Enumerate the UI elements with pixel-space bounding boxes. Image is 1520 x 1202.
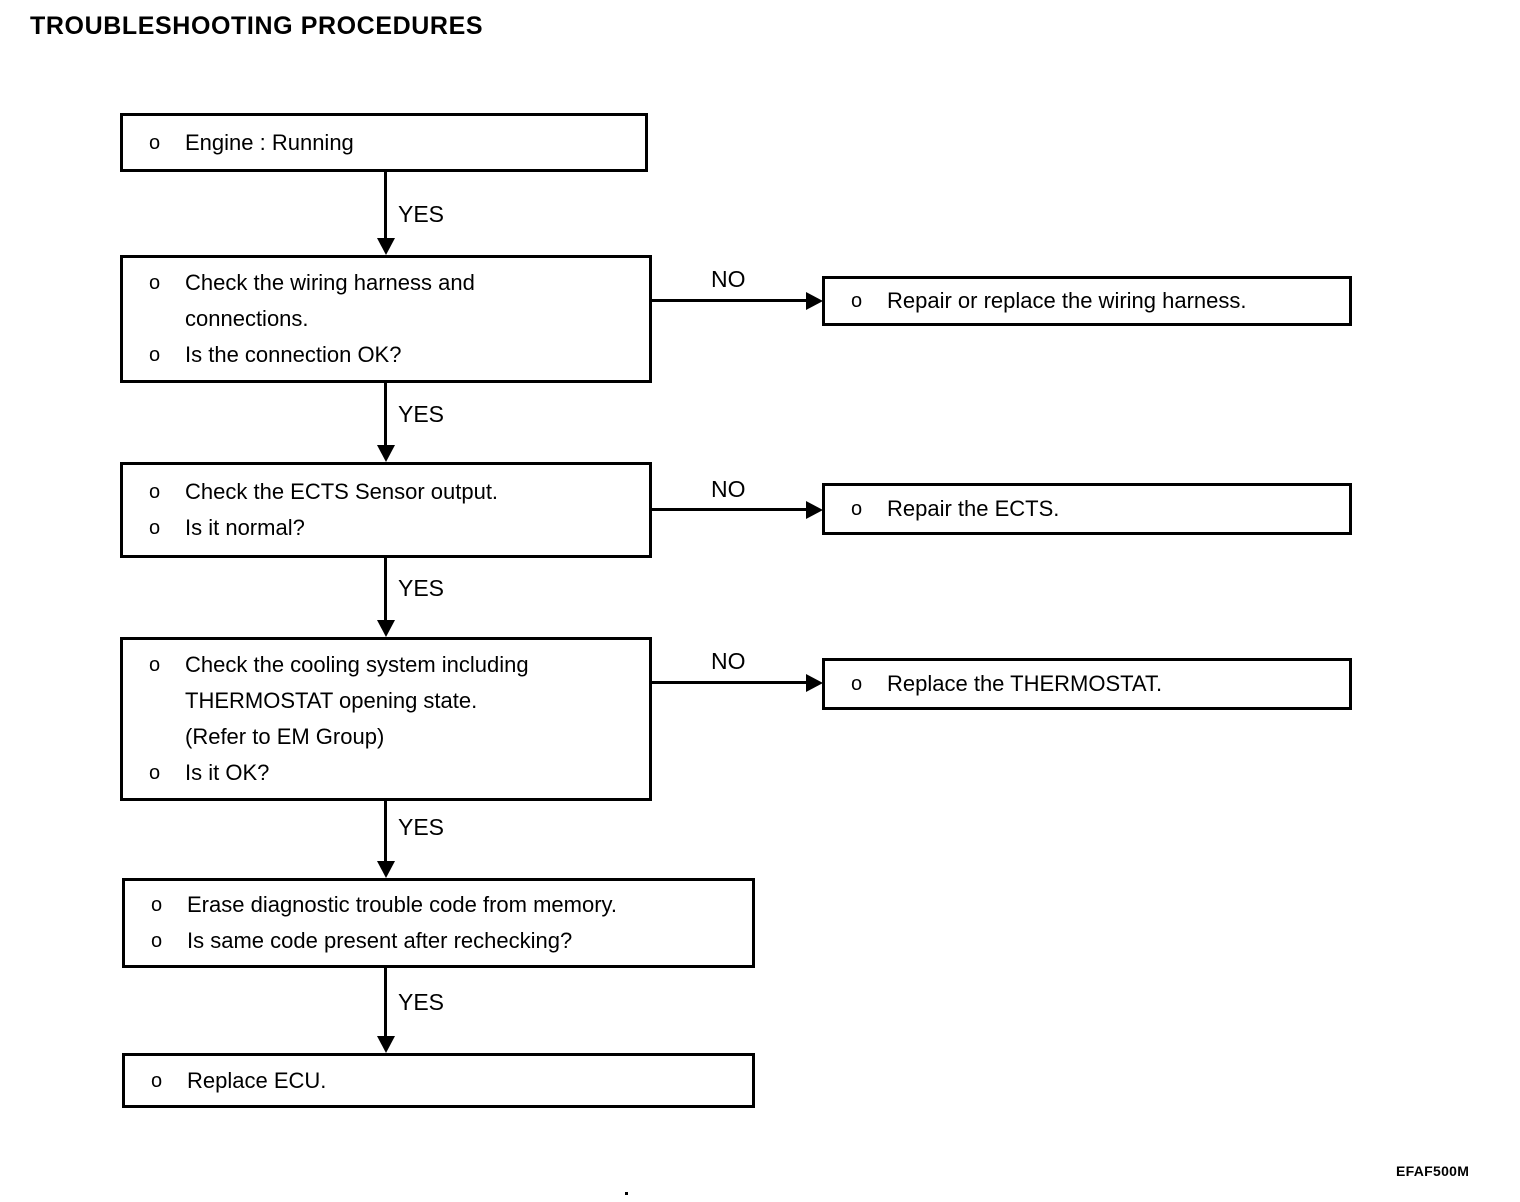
edge-label-yes-3: YES [398,575,445,601]
node-line-text: Is it OK? [185,760,270,785]
arrowhead-down-icon [377,238,395,255]
bullet-spacer: o [149,719,185,755]
bullet-spacer: o [149,683,185,719]
edge-label-no-1: NO [711,266,746,292]
bullet-marker-icon: o [149,654,161,676]
node-line-text: Is the connection OK? [185,342,402,367]
edge-label-yes-1: YES [398,201,445,227]
arrowhead-down-icon [377,620,395,637]
node-line: o Is same code present after rechecking? [125,923,752,959]
arrowhead-down-icon [377,445,395,462]
node-line: o Engine : Running [123,125,645,161]
bullet-marker-icon: o [851,673,863,695]
arrowhead-right-icon [806,674,823,692]
bullet-spacer: o [149,301,185,337]
node-line: o Replace the THERMOSTAT. [825,666,1349,702]
bullet-marker-icon: o [151,894,163,916]
bullet-marker-icon: o [149,762,161,784]
bullet-marker-icon: o [151,1069,163,1092]
node-line: o Check the ECTS Sensor output. [123,474,649,510]
flow-node-repair-ects: o Repair the ECTS. [822,483,1352,535]
node-line: o Repair or replace the wiring harness. [825,283,1349,319]
flow-node-replace-thermostat: o Replace the THERMOSTAT. [822,658,1352,710]
node-line-text: Check the cooling system including [185,652,529,677]
node-line: o (Refer to EM Group) [123,719,649,755]
flow-node-check-ects-sensor-output: o Check the ECTS Sensor output. o Is it … [120,462,652,558]
connector-erase-to-replace-ecu [384,968,387,1036]
arrowhead-down-icon [377,1036,395,1053]
node-line: o Is the connection OK? [123,337,649,373]
page-title: TROUBLESHOOTING PROCEDURES [30,12,484,40]
connector-wiring-to-ects [384,383,387,445]
node-line-text: Replace the THERMOSTAT. [887,671,1163,696]
bullet-marker-icon: o [149,272,161,294]
bullet-marker-icon: o [149,517,161,539]
edge-label-yes-4: YES [398,814,445,840]
node-line-text: connections. [185,306,309,331]
node-line-text: Is it normal? [185,515,305,540]
arrowhead-right-icon [806,292,823,310]
connector-cooling-to-erase [384,801,387,861]
arrowhead-right-icon [806,501,823,519]
node-line: o Erase diagnostic trouble code from mem… [125,887,752,923]
node-line: o Is it normal? [123,510,649,546]
bullet-marker-icon: o [149,344,161,366]
node-line-text: Engine : Running [185,129,354,155]
node-line: o THERMOSTAT opening state. [123,683,649,719]
flow-node-erase-diagnostic-trouble-code: o Erase diagnostic trouble code from mem… [122,878,755,968]
node-line-text: Check the ECTS Sensor output. [185,479,499,504]
node-line: o Replace ECU. [125,1063,752,1099]
edge-label-yes-5: YES [398,989,445,1015]
node-line-text: Repair the ECTS. [887,496,1060,521]
node-line-text: Erase diagnostic trouble code from memor… [187,892,617,917]
flow-node-engine-running: o Engine : Running [120,113,648,172]
edge-label-yes-2: YES [398,401,445,427]
flow-node-repair-replace-wiring-harness: o Repair or replace the wiring harness. [822,276,1352,326]
node-line: o Repair the ECTS. [825,491,1349,527]
node-line-text: THERMOSTAT opening state. [185,688,478,713]
node-line: o Check the wiring harness and [123,265,649,301]
bullet-marker-icon: o [851,290,863,312]
flow-node-check-cooling-system: o Check the cooling system including o T… [120,637,652,801]
node-line-text: Is same code present after rechecking? [187,928,573,953]
flow-node-check-wiring-harness: o Check the wiring harness and o connect… [120,255,652,383]
connector-cooling-no-branch [652,681,814,684]
node-line-text: Check the wiring harness and [185,270,475,295]
node-line-text: (Refer to EM Group) [185,724,385,749]
connector-ects-no-branch [652,508,814,511]
edge-label-no-3: NO [711,648,746,674]
node-line: o Check the cooling system including [123,647,649,683]
page-center-mark [625,1192,628,1195]
bullet-marker-icon: o [149,481,161,503]
bullet-marker-icon: o [149,131,161,154]
figure-reference-code: EFAF500M [1396,1163,1470,1179]
bullet-marker-icon: o [851,498,863,520]
node-line-text: Repair or replace the wiring harness. [887,288,1247,313]
arrowhead-down-icon [377,861,395,878]
node-line-text: Replace ECU. [187,1067,327,1093]
connector-ects-to-cooling [384,558,387,620]
connector-wiring-no-branch [652,299,814,302]
node-line: o Is it OK? [123,755,649,791]
connector-engine-to-wiring [384,172,387,238]
bullet-marker-icon: o [151,930,163,952]
node-line: o connections. [123,301,649,337]
flow-node-replace-ecu: o Replace ECU. [122,1053,755,1108]
edge-label-no-2: NO [711,476,746,502]
